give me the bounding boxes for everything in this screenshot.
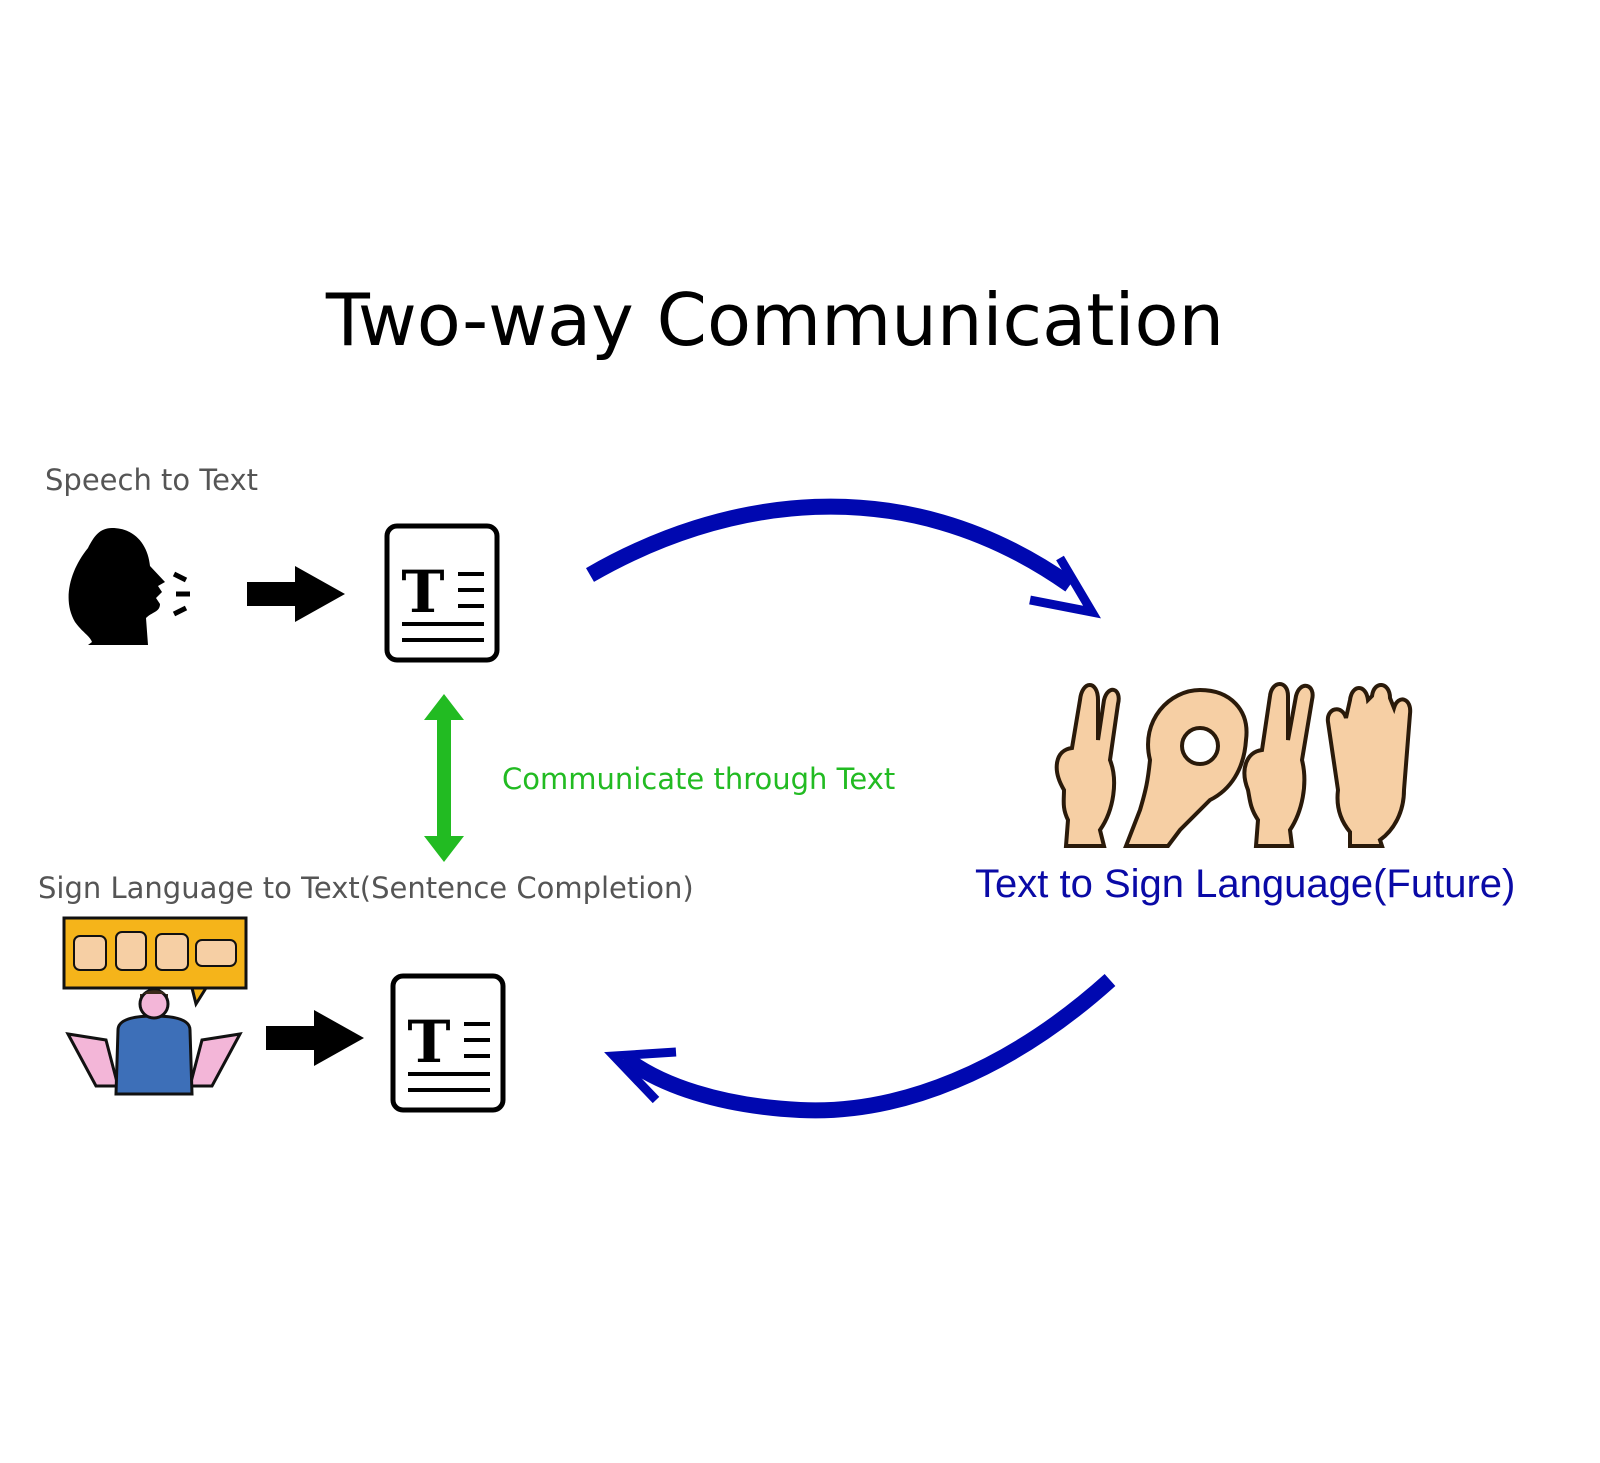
communicate-label: Communicate through Text (502, 762, 896, 796)
sign-to-text-label: Sign Language to Text(Sentence Completio… (38, 871, 694, 905)
signing-person-icon (62, 916, 248, 1096)
text-document-icon: T (390, 973, 506, 1113)
text-to-sign-label: Text to Sign Language(Future) (975, 862, 1516, 906)
curved-arrow-icon (604, 974, 1116, 1119)
text-document-icon: T (384, 523, 500, 663)
doc-letter: T (401, 558, 444, 626)
sign-hands-icon (1054, 682, 1413, 848)
black-arrow-icon (247, 566, 345, 622)
speaking-head-icon (68, 528, 190, 645)
page-title: Two-way Communication (325, 278, 1225, 362)
curved-arrow-icon (586, 498, 1101, 619)
double-arrow-icon (424, 694, 464, 862)
doc-letter: T (407, 1008, 450, 1076)
speech-to-text-label: Speech to Text (45, 463, 259, 497)
black-arrow-icon (266, 1010, 364, 1066)
